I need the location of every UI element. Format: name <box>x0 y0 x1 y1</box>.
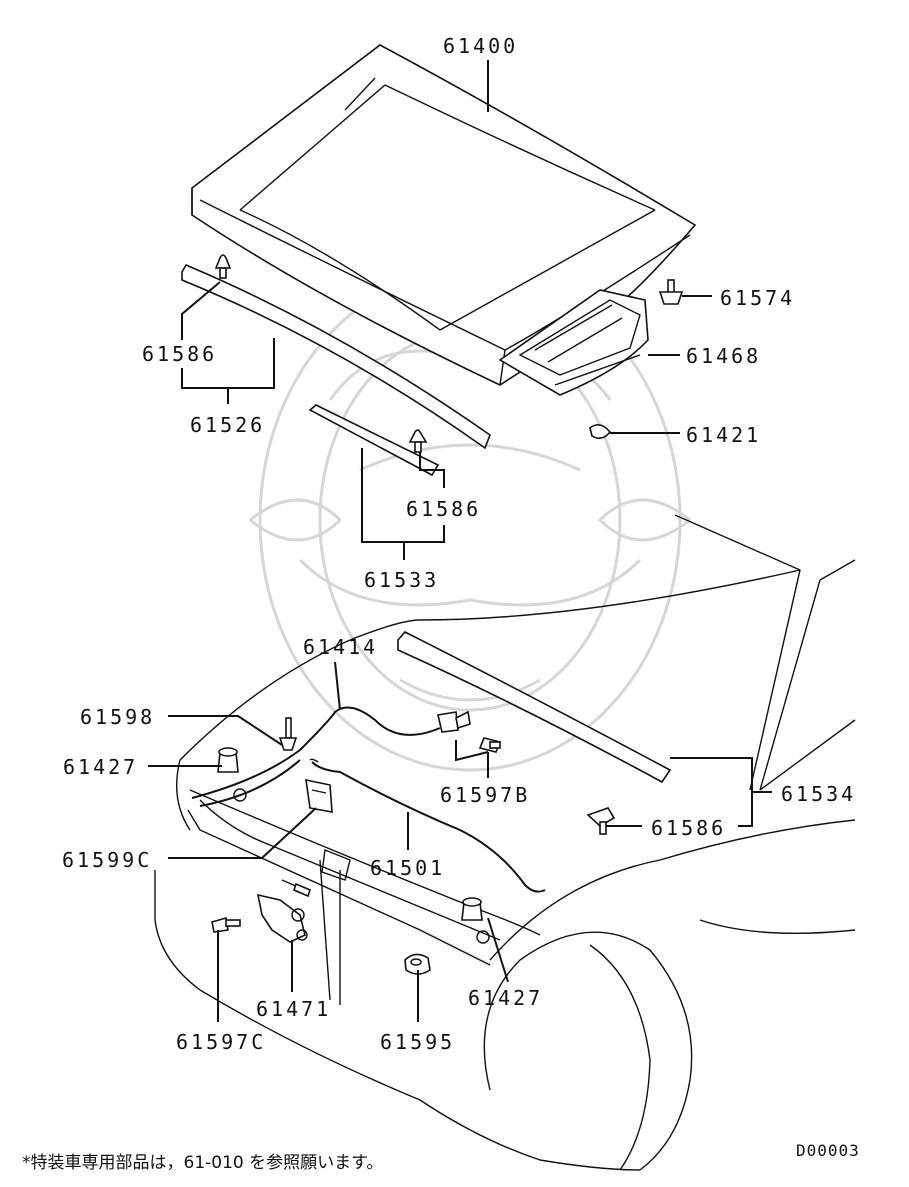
label-61501[interactable]: 61501 <box>370 856 446 880</box>
label-61526[interactable]: 61526 <box>190 413 266 437</box>
bolt-61597C[interactable] <box>211 916 241 933</box>
label-61468[interactable]: 61468 <box>686 344 762 368</box>
bolt-61574[interactable] <box>658 279 684 305</box>
leader-lines <box>148 60 772 1022</box>
weatherstrip-front[interactable] <box>181 263 491 450</box>
label-61597C[interactable]: 61597C <box>176 1030 267 1054</box>
label-61471[interactable]: 61471 <box>256 997 332 1021</box>
label-61427-left[interactable]: 61427 <box>63 755 139 779</box>
clip-61586-right[interactable] <box>586 807 616 835</box>
label-61599C[interactable]: 61599C <box>62 848 153 872</box>
diagram-reference-code: D00003 <box>796 1141 860 1160</box>
hood-panel[interactable] <box>191 44 697 396</box>
label-61421[interactable]: 61421 <box>686 423 762 447</box>
label-61586-top[interactable]: 61586 <box>142 342 218 366</box>
label-61400[interactable]: 61400 <box>443 34 519 58</box>
label-61414[interactable]: 61414 <box>303 635 379 659</box>
vehicle-body <box>154 514 856 1171</box>
label-61595[interactable]: 61595 <box>380 1030 456 1054</box>
label-61427-bottom[interactable]: 61427 <box>468 986 544 1010</box>
hood-lock[interactable] <box>256 879 311 943</box>
label-61586-mid[interactable]: 61586 <box>406 497 482 521</box>
label-61574[interactable]: 61574 <box>720 286 796 310</box>
label-61533[interactable]: 61533 <box>364 568 440 592</box>
bumper-61427-bottom[interactable] <box>461 897 483 921</box>
label-61597B[interactable]: 61597B <box>440 783 531 807</box>
footnote: *特装車専用部品は，61-010 を参照願います。 <box>22 1153 384 1173</box>
clip-61586-top[interactable] <box>214 254 232 279</box>
release-cable[interactable] <box>191 706 471 807</box>
weatherstrip-cowl[interactable] <box>397 631 672 784</box>
hood-support-rod[interactable] <box>309 758 546 893</box>
label-61534[interactable]: 61534 <box>781 782 857 806</box>
clip-61599C[interactable] <box>305 778 333 813</box>
label-61586-right[interactable]: 61586 <box>651 816 727 840</box>
bumper-61427-left[interactable] <box>217 747 239 773</box>
bolt-61597B[interactable] <box>478 737 502 753</box>
weatherstrip-side[interactable] <box>308 404 440 477</box>
clip-61421[interactable] <box>589 424 612 440</box>
clip-61598[interactable] <box>278 717 298 751</box>
grommet-61595[interactable] <box>404 953 431 975</box>
clip-61586-mid[interactable] <box>408 429 428 453</box>
label-61598[interactable]: 61598 <box>80 705 156 729</box>
